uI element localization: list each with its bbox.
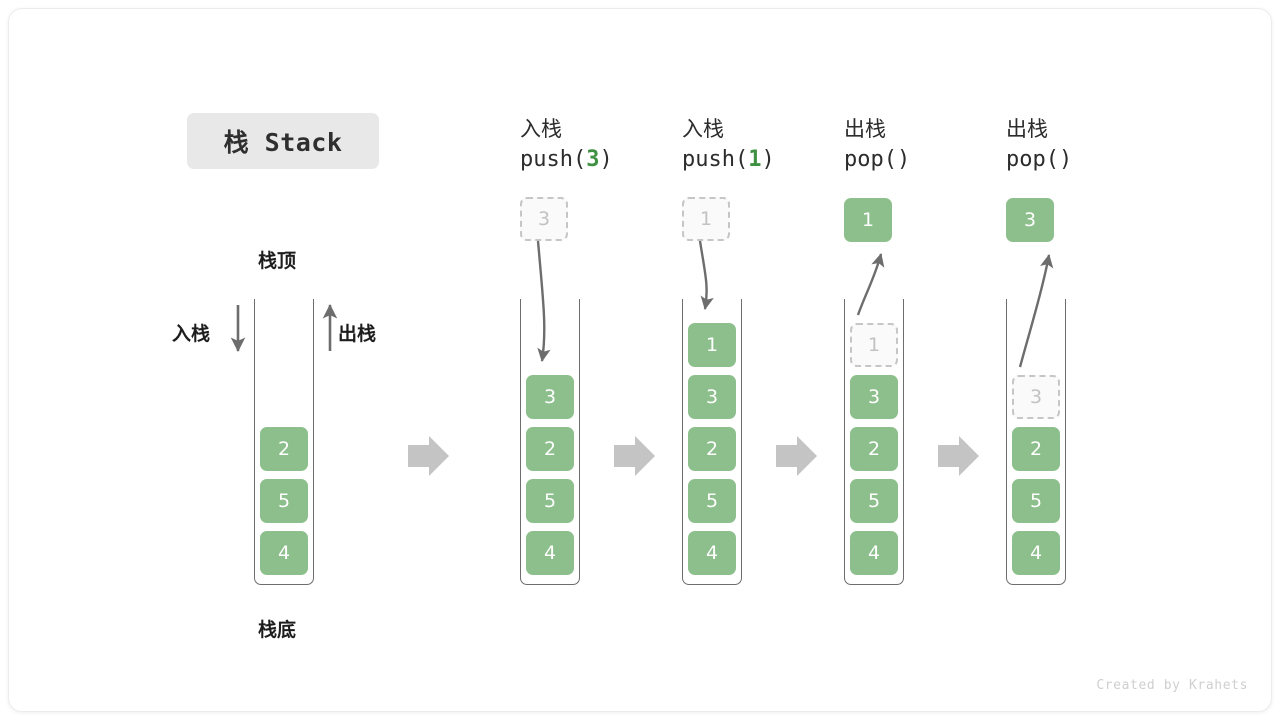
- stack-cell: 5: [850, 479, 898, 523]
- stack-cell: 3: [688, 375, 736, 419]
- column-header-code: pop(): [1006, 147, 1073, 172]
- column-header-push-1: 入栈 push(1): [682, 114, 775, 176]
- diagram-stage: 栈 Stack 栈顶 栈底 入栈 出栈 入栈 push(3) 入栈 push(1…: [9, 9, 1271, 711]
- push-3-motion-arrow: [536, 240, 551, 362]
- popped-cell: 3: [1006, 198, 1054, 242]
- column-header-push-3: 入栈 push(3): [520, 114, 613, 176]
- vacated-slot-cell: 3: [1012, 375, 1060, 419]
- stage-arrow-3: [776, 436, 817, 476]
- stack-container-pop-1: [844, 299, 904, 585]
- stage-arrow-2: [614, 436, 655, 476]
- stack-container-push-3: [520, 299, 580, 585]
- stack-bottom-label: 栈底: [258, 619, 297, 641]
- stack-container-pop-3: [1006, 299, 1066, 585]
- stack-cell: 1: [688, 323, 736, 367]
- stack-cell: 4: [526, 531, 574, 575]
- stack-cell: 2: [688, 427, 736, 471]
- pop-3-motion-arrow: [1018, 254, 1054, 368]
- stack-cell: 2: [1012, 427, 1060, 471]
- stage-arrow-1: [408, 436, 449, 476]
- pending-cell: 3: [520, 197, 568, 241]
- column-header-code: pop(): [844, 147, 911, 172]
- pop-side-label: 出栈: [338, 323, 377, 345]
- arrows-overlay: [230, 240, 1054, 476]
- stack-container-push-1: [682, 299, 742, 585]
- stack-cell: 2: [260, 427, 308, 471]
- column-header-pop-1: 出栈 pop(): [844, 114, 910, 176]
- stack-cell: 5: [260, 479, 308, 523]
- push-1-motion-arrow: [698, 240, 714, 310]
- column-header-code: push(1): [682, 147, 775, 172]
- column-header-code: push(3): [520, 147, 613, 172]
- title-badge: 栈 Stack: [187, 113, 379, 169]
- stack-top-label: 栈顶: [258, 250, 297, 272]
- diagram-card: 栈 Stack 栈顶 栈底 入栈 出栈 入栈 push(3) 入栈 push(1…: [8, 8, 1272, 712]
- stack-cell: 5: [1012, 479, 1060, 523]
- credit-text: Created by Krahets: [1096, 678, 1248, 693]
- stack-cell: 4: [688, 531, 736, 575]
- stack-cell: 4: [260, 531, 308, 575]
- stack-container-initial: [254, 299, 314, 585]
- stack-cell: 2: [526, 427, 574, 471]
- stack-cell: 3: [850, 375, 898, 419]
- vacated-slot-cell: 1: [850, 323, 898, 367]
- column-header-cn: 出栈: [1006, 117, 1048, 141]
- popped-cell: 1: [844, 198, 892, 242]
- column-header-cn: 入栈: [520, 117, 562, 141]
- stack-cell: 4: [850, 531, 898, 575]
- column-header-cn: 入栈: [682, 117, 724, 141]
- pending-cell: 1: [682, 197, 730, 241]
- stage-arrow-4: [938, 436, 979, 476]
- pop-1-motion-arrow: [856, 253, 885, 316]
- stack-cell: 5: [688, 479, 736, 523]
- stack-cell: 3: [526, 375, 574, 419]
- stack-cell: 4: [1012, 531, 1060, 575]
- stack-cell: 5: [526, 479, 574, 523]
- push-side-label: 入栈: [172, 323, 211, 345]
- stack-cell: 2: [850, 427, 898, 471]
- column-header-cn: 出栈: [844, 117, 886, 141]
- column-header-pop-3: 出栈 pop(): [1006, 114, 1072, 176]
